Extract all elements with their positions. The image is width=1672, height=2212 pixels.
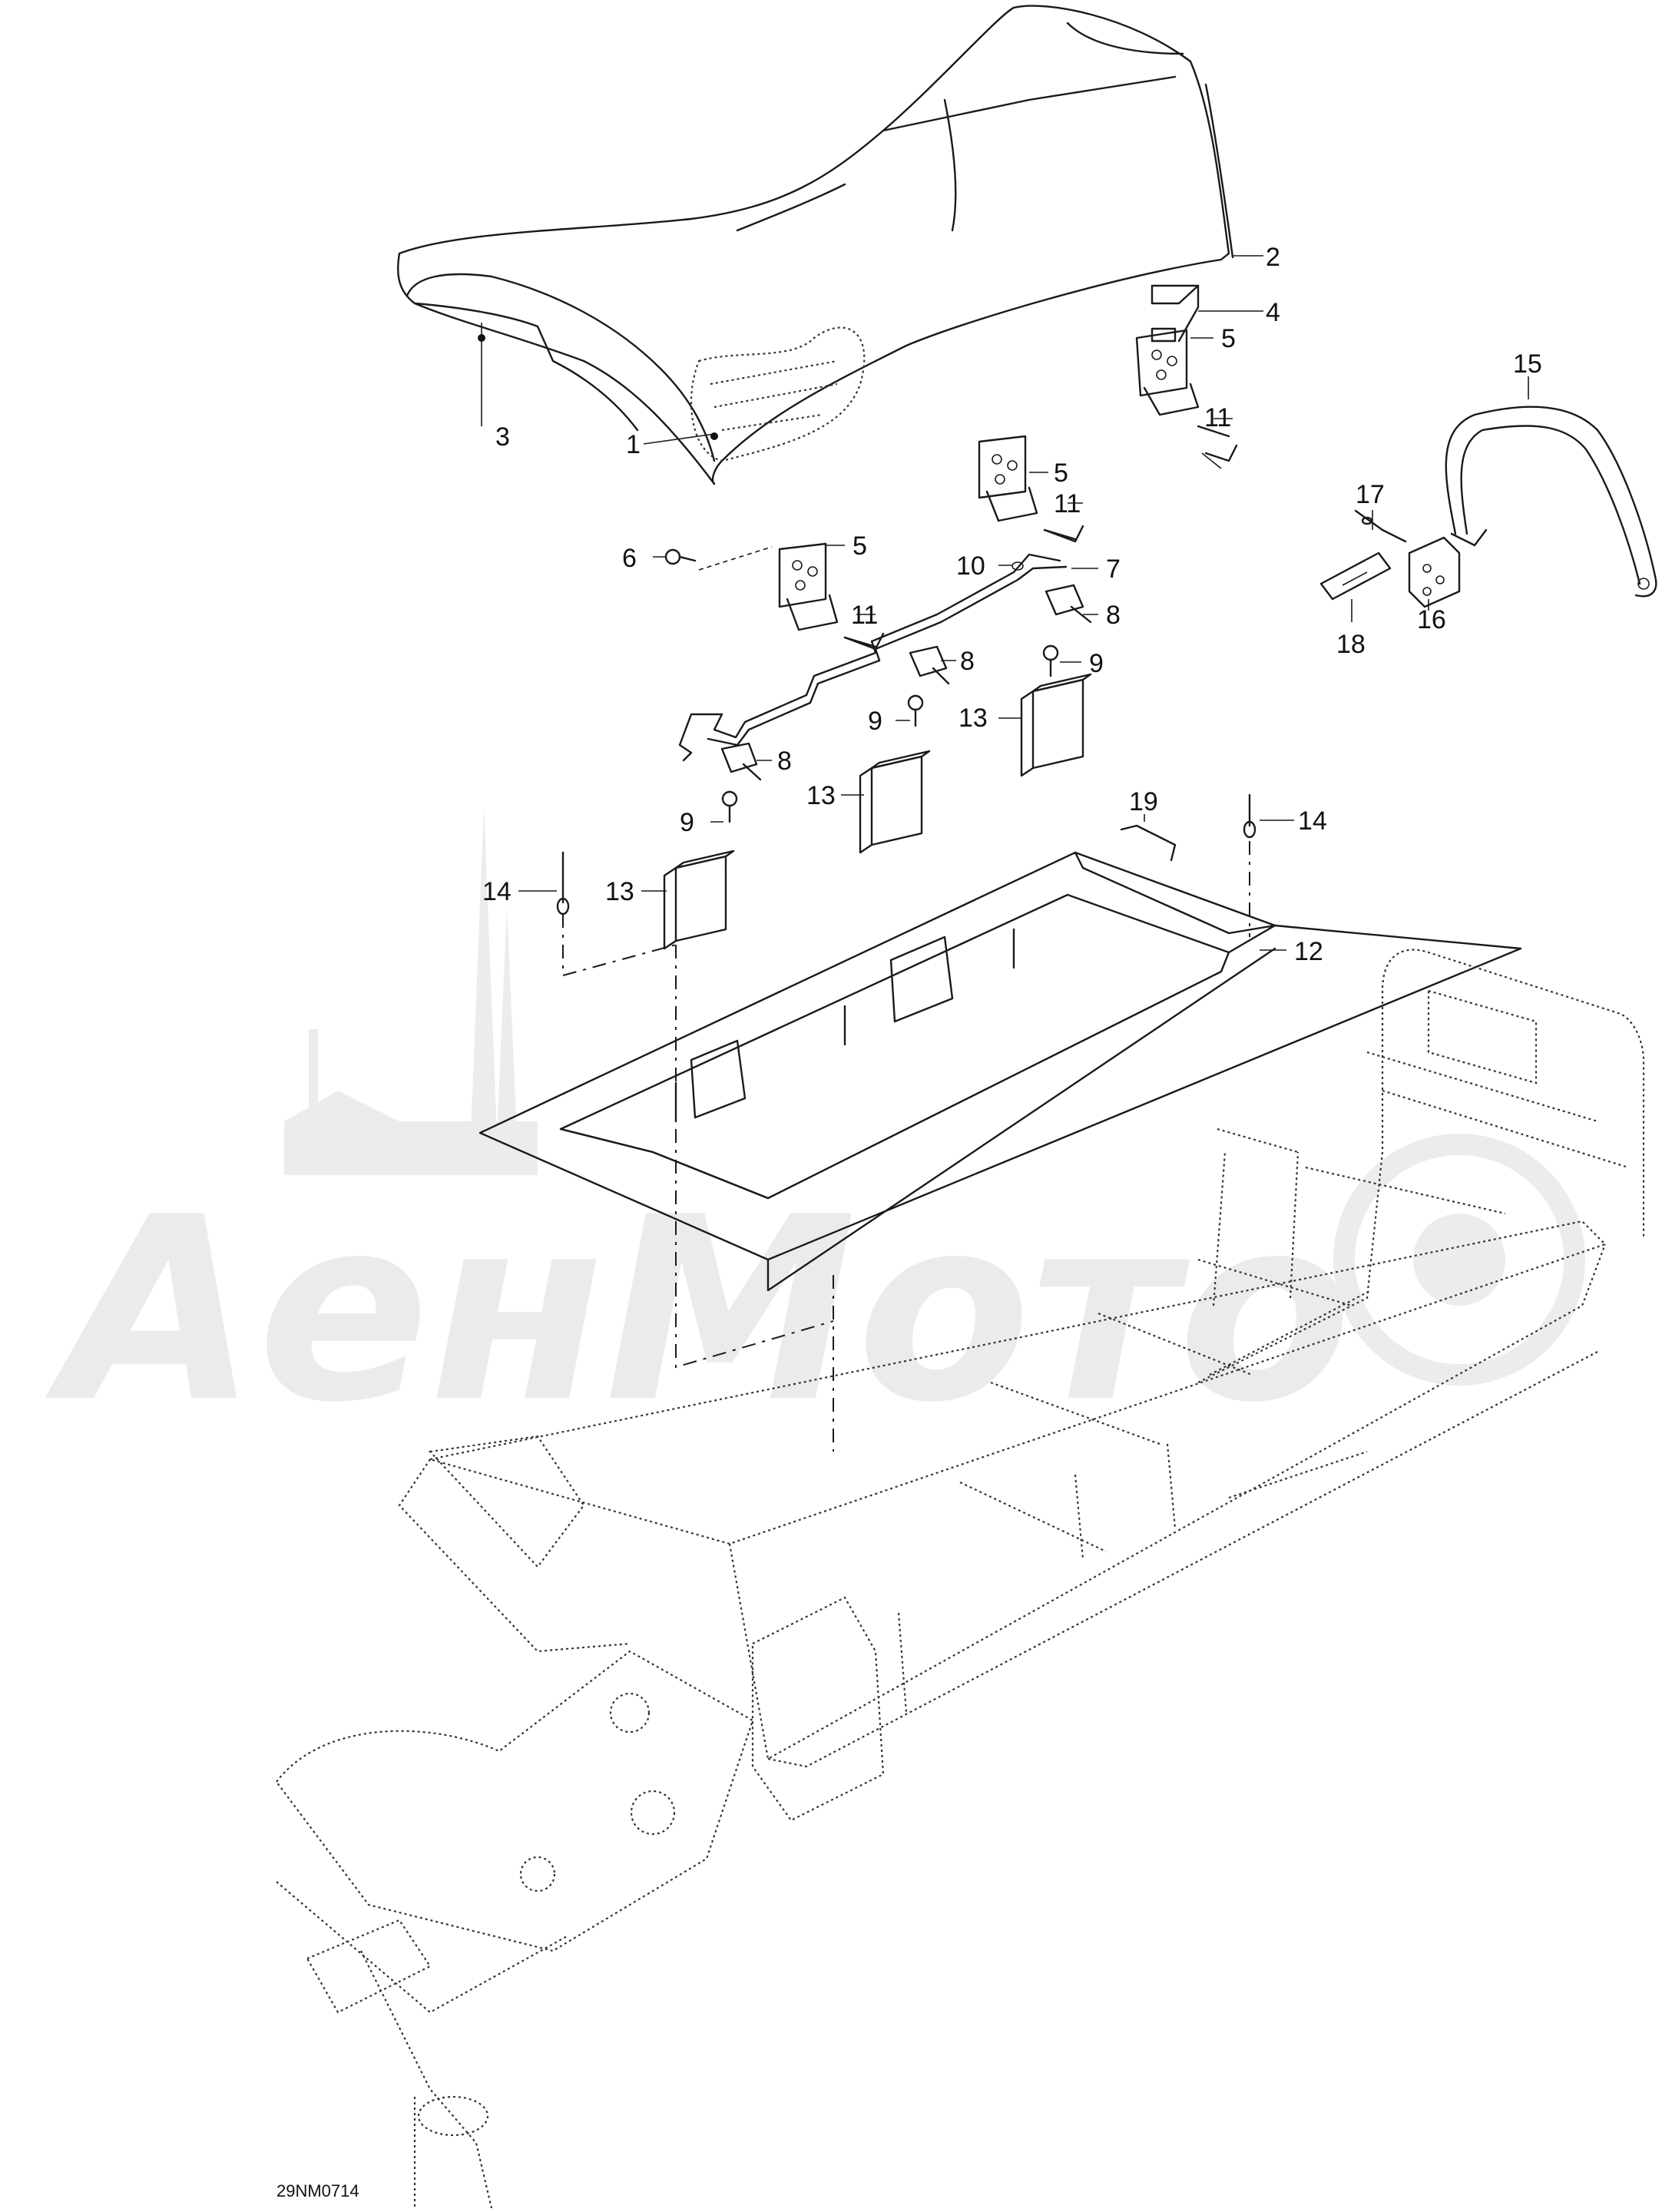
- callout-9-top: 9: [1089, 649, 1104, 678]
- grab-handle-part-15: [1445, 406, 1657, 598]
- callout-6: 6: [622, 544, 637, 573]
- chassis-tunnel: [275, 1166, 1607, 2209]
- callout-5-middle: 5: [1054, 459, 1068, 488]
- callout-16: 16: [1417, 605, 1446, 634]
- diagram-reference-code: 29NM0714: [276, 2181, 359, 2200]
- pins-part-14: [556, 793, 1256, 916]
- callout-8-bottom: 8: [777, 747, 792, 776]
- callout-11-middle: 11: [1054, 489, 1081, 518]
- callout-1: 1: [626, 430, 641, 459]
- callout-13-middle: 13: [806, 781, 836, 810]
- rear-rack: [1197, 949, 1645, 1383]
- callout-9-middle: 9: [868, 707, 882, 736]
- wire-part-19: [1120, 824, 1177, 862]
- callout-5-top: 5: [1221, 324, 1236, 353]
- callout-18: 18: [1336, 630, 1366, 659]
- seat: [397, 5, 1234, 485]
- watermark: АенМото: [41, 806, 1585, 1458]
- plate-part-18: [1319, 551, 1392, 601]
- brackets-part-13: [663, 673, 1092, 950]
- callout-10: 10: [956, 551, 985, 581]
- callout-9-bottom: 9: [680, 808, 694, 837]
- callout-11-left: 11: [851, 601, 878, 630]
- handle-bracket-part-16: [1408, 536, 1461, 608]
- screw-part-6: [664, 546, 773, 571]
- callout-5-left: 5: [853, 531, 867, 561]
- callout-14-right: 14: [1298, 806, 1327, 836]
- callout-11-top: 11: [1204, 403, 1231, 432]
- callout-4: 4: [1266, 298, 1280, 327]
- leader-lines: [478, 255, 1529, 951]
- latch-rod-part-7: [678, 553, 1068, 762]
- rivet-part-17: [1354, 509, 1407, 543]
- watermark-text: АенМото: [41, 1163, 1352, 1458]
- callout-15: 15: [1513, 349, 1542, 379]
- callout-2: 2: [1266, 243, 1280, 272]
- callout-7: 7: [1106, 555, 1121, 584]
- clip-screw-set: [720, 584, 1092, 823]
- callout-13-top: 13: [959, 704, 988, 733]
- callout-19: 19: [1129, 787, 1158, 816]
- callout-14-left: 14: [482, 877, 512, 906]
- callout-labels: 1 2 3 4 5 5 5 6 7 8 8 8 9 9 9 10 11 11 1…: [482, 243, 1542, 966]
- callout-3: 3: [495, 422, 510, 452]
- hinge-top-right: [1135, 329, 1230, 469]
- callout-8-middle: 8: [960, 647, 975, 676]
- storage-box-part-12: [478, 851, 1522, 1292]
- center-lines: [562, 841, 1250, 1452]
- rivet-parts: [843, 444, 1238, 651]
- hinge-middle: [978, 435, 1077, 541]
- washer-part-10: [1011, 561, 1024, 571]
- callout-12: 12: [1294, 937, 1323, 966]
- callout-17: 17: [1356, 480, 1385, 509]
- callout-8-top: 8: [1106, 601, 1121, 630]
- callout-13-left: 13: [605, 877, 634, 906]
